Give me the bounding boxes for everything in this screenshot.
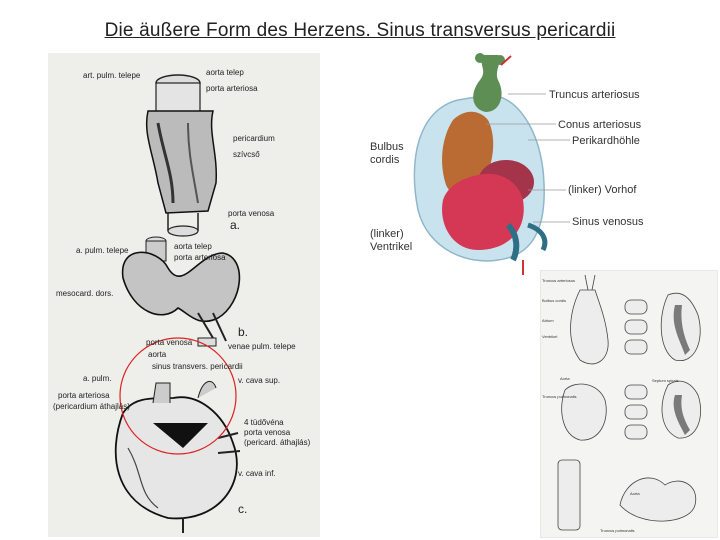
slide-title: Die äußere Form des Herzens. Sinus trans… [104,20,616,41]
svg-text:v. cava sup.: v. cava sup. [238,376,280,385]
svg-text:4 tüdővéna: 4 tüdővéna [244,418,284,427]
svg-text:porta venosa: porta venosa [228,209,275,218]
svg-text:(pericard. áthajlás): (pericard. áthajlás) [244,438,311,447]
svg-text:Truncus pulmonalis: Truncus pulmonalis [600,528,635,533]
svg-text:Truncus arteriosus: Truncus arteriosus [542,278,575,283]
svg-text:Bulbus: Bulbus [370,141,404,153]
heart-c [114,380,241,533]
svg-text:Atrium: Atrium [542,318,554,323]
svg-text:Truncus pulmonalis: Truncus pulmonalis [542,394,577,399]
svg-text:Truncus arteriosus: Truncus arteriosus [549,89,640,101]
svg-text:pericardium: pericardium [233,134,275,143]
svg-text:porta venosa: porta venosa [146,338,193,347]
svg-text:v. cava inf.: v. cava inf. [238,469,276,478]
heart-tube-a [145,74,218,237]
svg-text:Septum spirale: Septum spirale [652,378,679,383]
svg-text:b.: b. [238,325,248,339]
svg-text:art. pulm. telepe: art. pulm. telepe [83,71,141,80]
svg-text:a. pulm. telepe: a. pulm. telepe [76,246,129,255]
svg-text:c.: c. [238,502,247,516]
svg-text:szívcső: szívcső [233,150,260,159]
svg-text:Aorta: Aorta [630,491,640,496]
svg-text:aorta telep: aorta telep [174,242,212,251]
svg-text:porta arteriosa: porta arteriosa [174,253,226,262]
svg-text:a.: a. [230,218,240,232]
left-labels: art. pulm. telepe aorta telep porta arte… [53,68,311,516]
svg-text:Bulbus cordis: Bulbus cordis [542,298,566,303]
heart-loop-b [121,236,241,347]
svg-text:Conus arteriosus: Conus arteriosus [558,119,642,131]
left-heart-drawing: art. pulm. telepe aorta telep porta arte… [48,53,320,537]
svg-text:Perikardhöhle: Perikardhöhle [572,135,640,147]
color-heart-diagram: Truncus arteriosus Conus arteriosus Peri… [370,53,644,275]
svg-text:(pericardium áthajlás): (pericardium áthajlás) [53,402,130,411]
svg-text:aorta telep: aorta telep [206,68,244,77]
svg-text:Sinus venosus: Sinus venosus [572,216,644,228]
svg-text:venae pulm. telepe: venae pulm. telepe [228,342,296,351]
svg-text:porta arteriosa: porta arteriosa [58,391,110,400]
svg-text:sinus transvers. pericardii: sinus transvers. pericardii [152,362,243,371]
svg-text:cordis: cordis [370,154,400,166]
svg-text:Ventrikel: Ventrikel [370,241,412,253]
svg-text:Ventrikel: Ventrikel [542,334,557,339]
svg-text:mesocard. dors.: mesocard. dors. [56,289,113,298]
embryology-stages: Truncus arteriosus Bulbus cordis Atrium … [540,270,718,538]
svg-text:(linker) Vorhof: (linker) Vorhof [568,184,637,196]
svg-text:aorta: aorta [148,350,167,359]
svg-text:(linker): (linker) [370,228,404,240]
color-labels: Truncus arteriosus Conus arteriosus Peri… [370,89,644,253]
svg-text:porta venosa: porta venosa [244,428,291,437]
highlight-circle [119,337,237,455]
svg-text:porta arteriosa: porta arteriosa [206,84,258,93]
small-labels: Truncus arteriosus Bulbus cordis Atrium … [542,278,679,533]
svg-text:a. pulm.: a. pulm. [83,374,111,383]
svg-text:Aorta: Aorta [560,376,570,381]
